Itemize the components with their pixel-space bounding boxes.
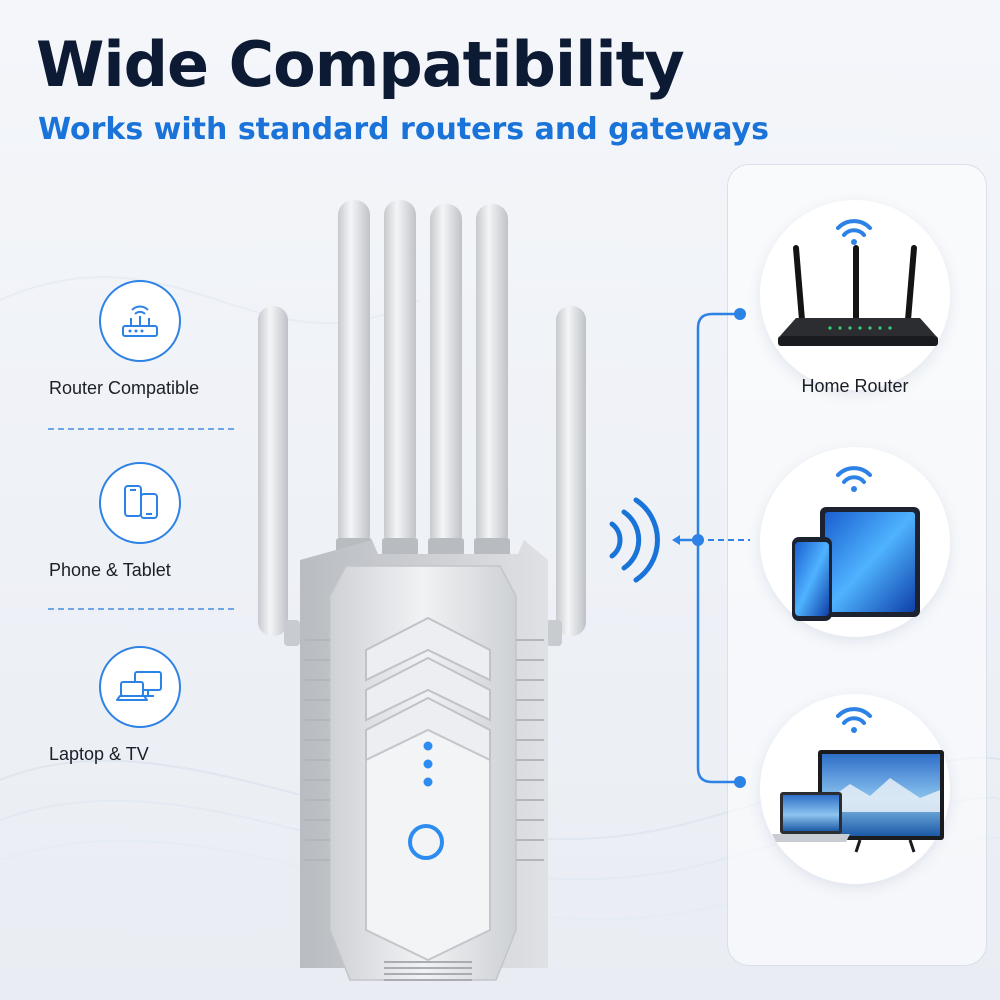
feature-label: Phone & Tablet <box>49 560 171 580</box>
feature-router-compatible: Router Compatible <box>40 280 240 399</box>
phone-tablet-icon <box>792 466 920 621</box>
feature-label: Router Compatible <box>49 378 200 398</box>
divider <box>48 608 234 610</box>
divider <box>48 428 234 430</box>
target-home-router: Home Router <box>760 200 950 396</box>
page-title: Wide Compatibility <box>36 28 685 101</box>
phone-tablet-icon <box>99 462 181 544</box>
home-router-icon <box>778 219 938 346</box>
laptop-tv-icon <box>772 707 944 853</box>
target-phone-tablet <box>760 447 950 637</box>
feature-phone-tablet: Phone & Tablet <box>40 462 240 581</box>
target-label: Home Router <box>801 376 909 396</box>
router-icon <box>99 280 181 362</box>
page-subtitle: Works with standard routers and gateways <box>38 112 769 147</box>
target-laptop-tv <box>760 694 950 884</box>
feature-laptop-tv: Laptop & TV <box>40 646 240 765</box>
feature-label: Laptop & TV <box>49 744 149 764</box>
laptop-tv-icon <box>99 646 181 728</box>
